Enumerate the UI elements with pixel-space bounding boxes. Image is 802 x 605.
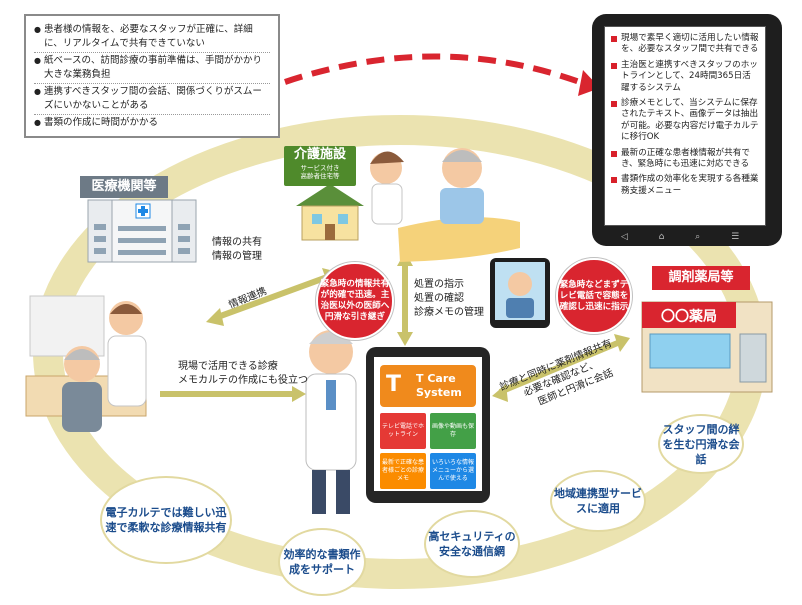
instruction-text-2: 処置の確認 xyxy=(414,293,464,304)
care-house-illustration xyxy=(296,184,364,241)
problems-box: ●患者様の情報を、必要なスタッフが正確に、詳細に、リアルタイムで共有できていない… xyxy=(24,14,280,138)
red-square-bullet-icon xyxy=(611,177,617,184)
benefit-text: 主治医と連携すべきスタッフのホットラインとして、24時間365日活躍するシステム xyxy=(621,59,758,93)
medical-facility-label: 医療機関等 xyxy=(80,176,168,198)
benefit-text: 書類作成の効率化を実現する各種業務支援メニュー xyxy=(621,174,759,196)
bullet-icon: ● xyxy=(34,118,41,127)
emergency-share-bubble: 緊急時の情報共有が的確で迅速。主治医以外の医師へ円滑な引き継ぎ xyxy=(316,262,394,340)
problem-text: 書類の作成に時間がかかる xyxy=(44,117,159,128)
pharmacy-sign: 〇〇薬局 xyxy=(661,309,717,325)
benefits-tablet: 現場で素早く適切に活用したい情報を、必要なスタッフ間で共有できる主治医と連携すべ… xyxy=(592,14,782,246)
info-share-label: 情報の共有 情報の管理 xyxy=(212,236,262,264)
field-use-text-2: メモカルテの作成にも役立つ xyxy=(178,375,308,386)
problem-item: ●書類の作成に時間がかかる xyxy=(34,115,270,132)
care-facility-label: 介護施設 サービス付き 高齢者住宅等 xyxy=(284,146,356,186)
problem-item: ●患者様の情報を、必要なスタッフが正確に、詳細に、リアルタイムで共有できていない xyxy=(34,22,270,53)
bullet-icon: ● xyxy=(34,87,41,96)
tablet-nav-icons: ◁ ⌂ ⌕ ☰ xyxy=(620,232,754,242)
benefits-screen: 現場で素早く適切に活用したい情報を、必要なスタッフ間で共有できる主治医と連携すべ… xyxy=(604,26,766,226)
info-share-text: 情報の共有 xyxy=(212,237,262,248)
instruction-text-3: 診療メモの管理 xyxy=(414,307,484,318)
app-tile[interactable]: 最新で正確な患者様ごとの診療メモ xyxy=(380,453,426,489)
cycle-bubble-2: 効率的な書類作成をサポート xyxy=(278,528,366,596)
bullet-icon: ● xyxy=(34,56,41,65)
consultation-illustration xyxy=(25,295,147,432)
tcare-app-tablet: T T Care System テレビ電話でホットライン画像や動画も保存最新で正… xyxy=(366,347,490,503)
red-square-bullet-icon xyxy=(611,36,617,42)
care-facility-sub1: サービス付き xyxy=(300,164,340,172)
instruction-label: 処置の指示 処置の確認 診療メモの管理 xyxy=(414,278,484,320)
cycle-bubble-5: スタッフ間の絆を生む円滑な会話 xyxy=(658,414,744,474)
benefit-item: 主治医と連携すべきスタッフのホットラインとして、24時間365日活躍するシステム xyxy=(611,60,759,94)
tcare-logo-line1: T Care xyxy=(416,372,456,385)
info-manage-text: 情報の管理 xyxy=(212,251,262,262)
app-tile[interactable]: テレビ電話でホットライン xyxy=(380,413,426,449)
tcare-logo-line2: System xyxy=(416,386,462,399)
doctor-illustration xyxy=(305,330,357,514)
red-square-bullet-icon xyxy=(611,150,617,157)
care-facility-sub2: 高齢者住宅等 xyxy=(300,172,340,180)
tv-call-bubble: 緊急時などまずテレビ電話で容態を確認し迅速に指示 xyxy=(556,258,632,334)
tcare-app-screen: T T Care System テレビ電話でホットライン画像や動画も保存最新で正… xyxy=(374,357,482,491)
benefit-item: 最新の正確な患者様情報が共有でき、緊急時にも迅速に対応できる xyxy=(611,148,759,171)
benefit-text: 最新の正確な患者様情報が共有でき、緊急時にも迅速に対応できる xyxy=(621,147,750,170)
problem-item: ●連携すべきスタッフ間の会話、関係づくりがスムーズにいかないことがある xyxy=(34,84,270,115)
video-call-tablet xyxy=(490,258,550,328)
app-tile[interactable]: いろいろな情報メニューから選んで使える xyxy=(430,453,476,489)
cycle-bubble-4: 地域連携型サービスに適用 xyxy=(550,470,646,532)
problem-text: 連携すべきスタッフ間の会話、関係づくりがスムーズにいかないことがある xyxy=(44,86,262,111)
field-use-label: 現場で活用できる診療 メモカルテの作成にも役立つ xyxy=(178,360,308,388)
app-tile[interactable]: 画像や動画も保存 xyxy=(430,413,476,449)
red-square-bullet-icon xyxy=(611,62,617,69)
patient-bed-illustration xyxy=(370,148,520,262)
problem-item: ●紙ベースの、訪問診療の事前準備は、手間がかかり大きな業務負担 xyxy=(34,53,270,84)
care-facility-title: 介護施設 xyxy=(293,147,346,162)
benefit-text: 現場で素早く適切に活用したい情報を、必要なスタッフ間で共有できる xyxy=(621,33,759,55)
benefit-text: 診療メモとして、当システムに保存されたテキスト、画像データは抽出が可能。必要な内… xyxy=(621,98,759,143)
cycle-bubble-1: 電子カルテでは難しい迅速で柔軟な診療情報共有 xyxy=(100,476,232,564)
tcare-logo: T T Care System xyxy=(380,365,476,407)
benefit-item: 現場で素早く適切に活用したい情報を、必要なスタッフ間で共有できる xyxy=(611,33,759,56)
t-logo-icon: T xyxy=(386,372,402,397)
pharmacy-illustration xyxy=(641,301,773,393)
cycle-bubble-3: 高セキュリティの安全な通信網 xyxy=(424,510,520,578)
problem-text: 紙ベースの、訪問診療の事前準備は、手間がかかり大きな業務負担 xyxy=(44,55,263,80)
benefit-item: 診療メモとして、当システムに保存されたテキスト、画像データは抽出が可能。必要な内… xyxy=(611,98,759,144)
instruction-text-1: 処置の指示 xyxy=(414,279,464,290)
bullet-icon: ● xyxy=(34,25,41,34)
dashed-arrow xyxy=(284,53,587,87)
field-use-text-1: 現場で活用できる診療 xyxy=(178,361,278,372)
flow-arrows xyxy=(160,262,622,397)
red-square-bullet-icon xyxy=(611,101,617,108)
hospital-illustration xyxy=(87,199,197,263)
benefit-item: 書類作成の効率化を実現する各種業務支援メニュー xyxy=(611,174,759,197)
pharmacy-label: 調剤薬局等 xyxy=(652,266,750,290)
problem-text: 患者様の情報を、必要なスタッフが正確に、詳細に、リアルタイムで共有できていない xyxy=(44,24,253,49)
